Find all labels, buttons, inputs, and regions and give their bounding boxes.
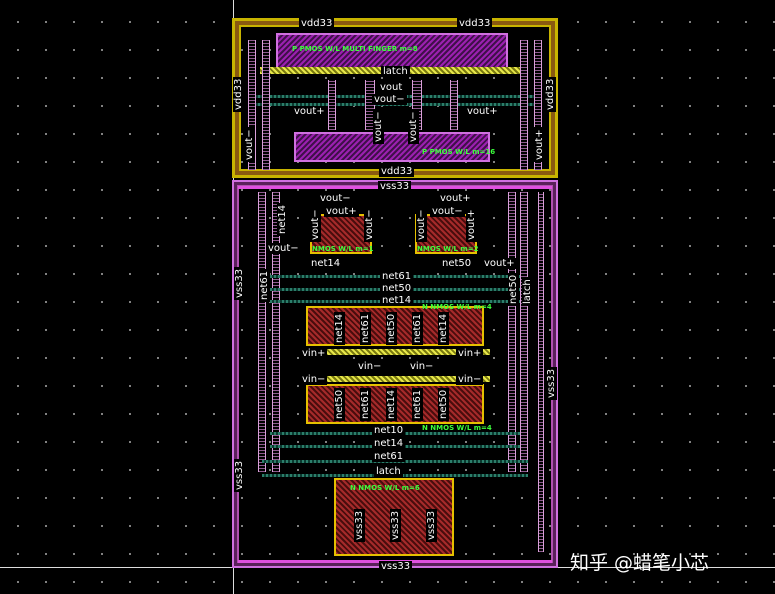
metal-column xyxy=(520,40,528,170)
net-label: vout+ xyxy=(465,106,500,117)
vin-minus-poly xyxy=(300,376,490,382)
net-label: vdd33 xyxy=(233,76,244,112)
net-label: vout+ xyxy=(534,127,545,162)
net-label: latch xyxy=(522,277,533,306)
net-label: net50 xyxy=(508,272,519,306)
nmos-diff1-text: N NMOS W/L m=4 xyxy=(422,303,492,311)
net-label: vss33 xyxy=(354,508,365,542)
nmos-diff2-text: N NMOS W/L m=4 xyxy=(422,424,492,432)
metal-column xyxy=(538,192,544,552)
net-label: vout+ xyxy=(324,206,359,217)
net-label: vout− xyxy=(372,94,407,105)
net-label: vss33 xyxy=(234,458,245,492)
metal-column xyxy=(365,80,375,130)
net-label: net50 xyxy=(386,311,397,345)
net-label: vout+ xyxy=(466,207,477,242)
net-label: vss33 xyxy=(546,366,557,400)
net-label: latch xyxy=(374,466,403,477)
net-label: vin− xyxy=(408,361,436,372)
watermark: 知乎 @蜡笔小芯 xyxy=(570,552,710,574)
metal-column xyxy=(328,80,336,130)
net-label: vout+ xyxy=(292,106,327,117)
net-label: vss33 xyxy=(234,266,245,300)
metal-column xyxy=(412,80,422,130)
net-label: net50 xyxy=(438,387,449,421)
pmos-mid-text: P PMOS W/L m=16 xyxy=(422,148,496,156)
metal-column xyxy=(258,192,266,472)
net-label: net61 xyxy=(412,311,423,345)
net-label: vss33 xyxy=(379,561,413,572)
metal-column xyxy=(272,192,280,472)
net-label: vin− xyxy=(300,374,328,385)
net-label: vout− xyxy=(266,243,301,254)
net-label: net50 xyxy=(334,387,345,421)
net-label: net61 xyxy=(372,451,406,462)
net-label: net14 xyxy=(334,311,345,345)
net-label: net50 xyxy=(440,258,474,269)
metal-column xyxy=(508,192,516,472)
net-label: vss33 xyxy=(426,508,437,542)
net-label: vdd33 xyxy=(379,166,415,177)
pmos-mid-device xyxy=(294,132,490,162)
net-label: vout− xyxy=(416,207,427,242)
net-label: net50 xyxy=(380,283,414,294)
net-label: net61 xyxy=(360,387,371,421)
net-label: vin− xyxy=(356,361,384,372)
net-label: vout xyxy=(378,82,405,93)
net-label: net14 xyxy=(386,387,397,421)
net-label: vout− xyxy=(408,109,419,144)
nmos-latch-right-text: NMOS W/L m=2 xyxy=(417,245,479,253)
net-label: net61 xyxy=(360,311,371,345)
metal-column xyxy=(248,40,256,170)
nmos-latch-left-text: NMOS W/L m=1 xyxy=(312,245,374,253)
net-label: vin+ xyxy=(300,348,328,359)
metal-column xyxy=(534,40,542,170)
net-label: vout− xyxy=(430,206,465,217)
net-label: latch xyxy=(381,66,410,77)
net-label: vin− xyxy=(456,374,484,385)
net-label: vss33 xyxy=(390,508,401,542)
pmos-top-device xyxy=(276,33,508,69)
net-label: vss33 xyxy=(378,181,412,192)
pmos-top-text: P PMOS W/L MULTI FINGER m=8 xyxy=(292,45,418,53)
net-label: net14 xyxy=(277,202,288,236)
net-label: net14 xyxy=(438,311,449,345)
net-label: net61 xyxy=(412,387,423,421)
net-label: net14 xyxy=(309,258,343,269)
net-label: vout− xyxy=(364,207,375,242)
net-label: vout− xyxy=(373,109,384,144)
net-label: vout− xyxy=(244,127,255,162)
net-label: vout− xyxy=(310,207,321,242)
vin-plus-poly xyxy=(300,349,490,355)
nmos-tail-text: N NMOS W/L m=6 xyxy=(350,484,420,492)
metal-column xyxy=(262,40,270,170)
net-label: vout− xyxy=(318,193,353,204)
net-label: net10 xyxy=(372,425,406,436)
net-label: vout+ xyxy=(482,258,517,269)
metal-column xyxy=(520,192,528,472)
net-label: vdd33 xyxy=(299,18,335,29)
net-label: net14 xyxy=(380,295,414,306)
net-label: vout+ xyxy=(438,193,473,204)
net-label: vin+ xyxy=(456,348,484,359)
net-label: vdd33 xyxy=(457,18,493,29)
net-label: net61 xyxy=(380,271,414,282)
net-label: net61 xyxy=(259,268,270,302)
net-label: vdd33 xyxy=(545,76,556,112)
net-label: net14 xyxy=(372,438,406,449)
metal-column xyxy=(450,80,458,130)
